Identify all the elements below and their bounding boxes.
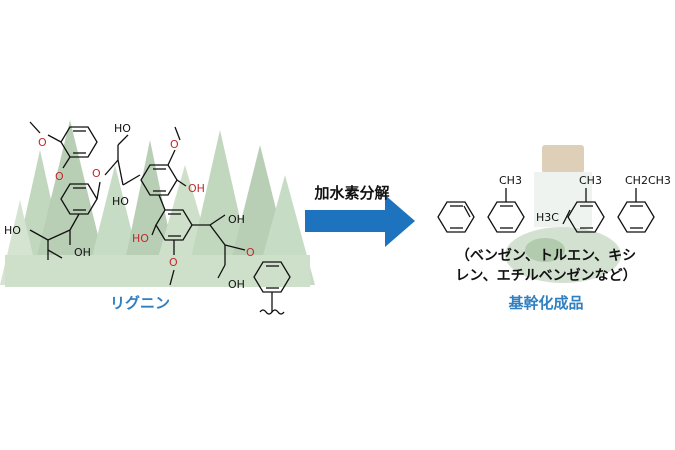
forest-background	[0, 120, 315, 287]
oh-left: OH	[74, 246, 91, 259]
reaction-arrow	[305, 195, 415, 247]
oh-right-top: OH	[228, 213, 245, 226]
methoxy-o-2: O	[170, 138, 179, 151]
toluene-molecule: CH3	[487, 174, 525, 233]
product-list-line1: （ベンゼン、トルエン、キシ	[456, 247, 636, 264]
toluene-methyl-label: CH3	[499, 174, 522, 187]
xylene-h3c-label: H3C	[536, 211, 559, 224]
ethyl-label: CH2CH3	[625, 174, 671, 187]
phenol-oh-1: OH	[188, 182, 205, 195]
ether-o-2: O	[92, 167, 101, 180]
reaction-label: 加水素分解	[313, 184, 389, 202]
methoxy-o-3: O	[169, 256, 178, 269]
lignin-structure: O O O HO HO OH HO O OH	[4, 121, 291, 315]
ethylbenzene-molecule: CH2CH3	[617, 174, 671, 233]
lignin-caption: リグニン	[110, 294, 170, 312]
phenol-oh-2: HO	[132, 232, 149, 245]
xylene-methyl-label: CH3	[579, 174, 602, 187]
oh-right-bottom: OH	[228, 278, 245, 291]
oh-mid: HO	[112, 195, 129, 208]
ether-o-1: O	[55, 170, 64, 183]
products-caption: 基幹化成品	[507, 294, 583, 312]
product-list-line2: レン、エチルベンゼンなど）	[455, 267, 636, 284]
ho-left: HO	[4, 224, 21, 237]
xylene-molecule: CH3 H3C	[536, 174, 605, 233]
oh-top: HO	[114, 122, 131, 135]
benzene-molecule	[437, 201, 475, 233]
flask-illustration	[505, 145, 621, 283]
methoxy-o: O	[38, 136, 47, 149]
ether-o-3: O	[246, 246, 255, 259]
